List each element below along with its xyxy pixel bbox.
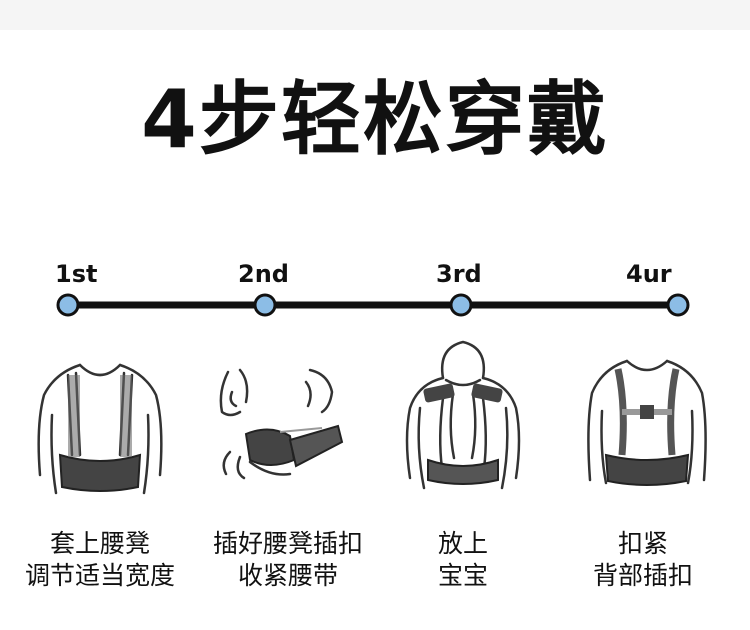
step-label-4: 4ur <box>626 260 672 288</box>
step-4-caption-line2: 背部插扣 <box>592 561 693 590</box>
timeline-dot-1 <box>56 293 80 317</box>
step-3-caption-line2: 宝宝 <box>437 561 488 590</box>
step-4-caption: 扣紧 背部插扣 <box>548 528 738 592</box>
page-title: 4步轻松穿戴 <box>141 73 609 166</box>
step-2-caption: 插好腰凳插扣 收紧腰带 <box>193 528 383 592</box>
step-1-illustration <box>37 363 163 495</box>
step-label-1: 1st <box>55 260 98 288</box>
timeline-dot-2 <box>253 293 277 317</box>
step-label-2: 2nd <box>238 260 289 288</box>
step-2-caption-line1: 插好腰凳插扣 <box>212 529 363 558</box>
step-2-caption-line2: 收紧腰带 <box>237 561 338 590</box>
step-3-caption: 放上 宝宝 <box>368 528 558 592</box>
step-4-illustration <box>587 359 707 486</box>
step-4-caption-line1: 扣紧 <box>617 529 668 558</box>
step-1-caption: 套上腰凳 调节适当宽度 <box>5 528 195 592</box>
top-band <box>0 0 750 30</box>
step-3-caption-line1: 放上 <box>437 529 488 558</box>
step-1-caption-line1: 套上腰凳 <box>49 529 150 558</box>
step-3-illustration <box>405 340 521 490</box>
timeline-dot-4 <box>666 293 690 317</box>
step-1-caption-line2: 调节适当宽度 <box>24 561 175 590</box>
step-label-3: 3rd <box>436 260 482 288</box>
timeline-dot-3 <box>449 293 473 317</box>
step-2-illustration <box>219 368 344 480</box>
